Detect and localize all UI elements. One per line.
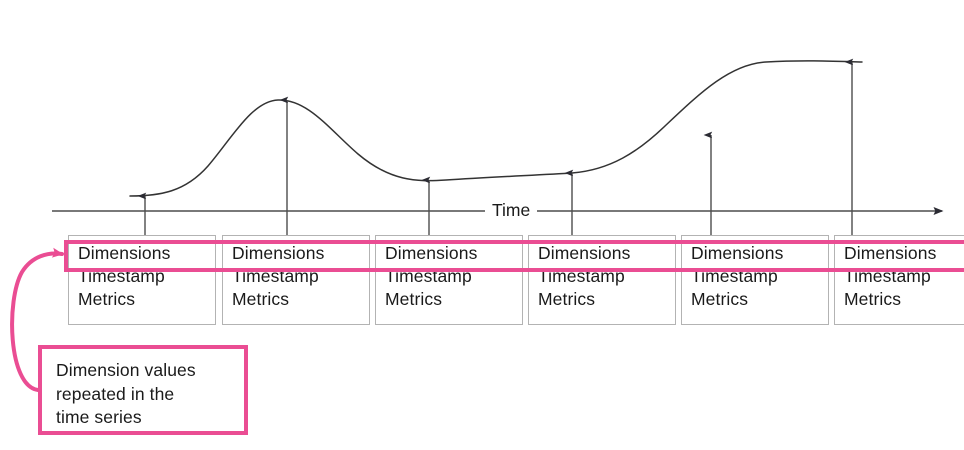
series-field-dimensions: Dimensions xyxy=(78,243,171,263)
callout-text-line: repeated in the xyxy=(56,383,175,404)
metric-curve xyxy=(129,60,863,197)
callout-text-line: Dimension values xyxy=(56,360,196,380)
series-field-metrics: Metrics xyxy=(691,289,749,309)
series-field-metrics: Metrics xyxy=(232,289,290,309)
series-field-metrics: Metrics xyxy=(385,289,443,309)
callout-connector-arrow xyxy=(10,247,64,392)
sample-arrow-group xyxy=(145,62,852,235)
series-field-timestamp: Timestamp xyxy=(691,266,778,286)
callout-text-line: time series xyxy=(56,407,142,427)
time-axis-label: Time xyxy=(485,200,538,220)
series-field-dimensions: Dimensions xyxy=(844,243,937,263)
series-field-dimensions: Dimensions xyxy=(538,243,631,263)
series-field-metrics: Metrics xyxy=(844,289,902,309)
series-field-timestamp: Timestamp xyxy=(385,266,472,286)
series-field-metrics: Metrics xyxy=(538,289,596,309)
series-field-timestamp: Timestamp xyxy=(538,266,625,286)
series-field-timestamp: Timestamp xyxy=(232,266,319,286)
series-field-dimensions: Dimensions xyxy=(232,243,325,263)
series-field-timestamp: Timestamp xyxy=(78,266,165,286)
series-field-dimensions: Dimensions xyxy=(385,243,478,263)
series-field-dimensions: Dimensions xyxy=(691,243,784,263)
series-field-timestamp: Timestamp xyxy=(844,266,931,286)
callout-box: Dimension values repeated in the time seri… xyxy=(38,345,248,435)
series-field-metrics: Metrics xyxy=(78,289,136,309)
